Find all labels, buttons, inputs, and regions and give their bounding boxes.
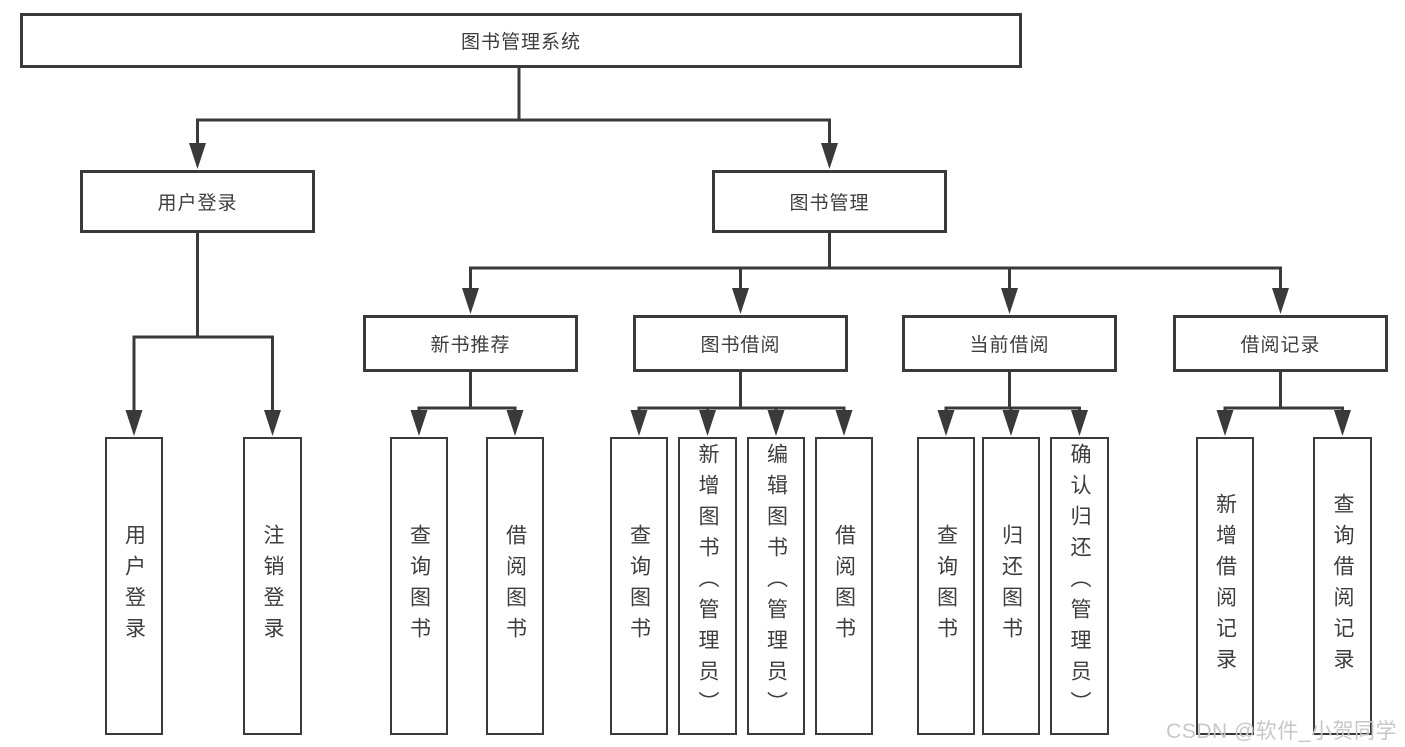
node-label: 注销登录 [261, 524, 284, 648]
leaf-query-books-recommend: 查询图书 [390, 437, 448, 735]
arrow-down-icon [125, 410, 143, 436]
leaf-return-books: 归还图书 [982, 437, 1040, 735]
leaf-borrow-books-borrowing: 借阅图书 [815, 437, 873, 735]
leaf-user-login: 用户登录 [105, 437, 163, 735]
node-label: 查询图书 [407, 524, 431, 648]
arrow-down-icon [410, 410, 428, 436]
node-label: 图书管理系统 [460, 32, 581, 53]
node-new-book-recommend: 新书推荐 [363, 315, 578, 372]
arrow-down-icon [264, 410, 281, 436]
node-label: 新增借阅记录 [1213, 493, 1237, 679]
node-label: 借阅图书 [832, 524, 856, 648]
node-library-system: 图书管理系统 [20, 13, 1022, 68]
connector-root-to-level2 [196, 66, 831, 150]
node-user-login: 用户登录 [80, 170, 315, 233]
connector-lines [132, 66, 1344, 416]
leaf-confirm-return-admin: 确认归还（管理员） [1050, 437, 1109, 735]
arrow-down-icon [189, 143, 206, 169]
node-label: 借阅图书 [503, 524, 527, 648]
arrow-down-icon [937, 410, 955, 436]
connector-borrow-records-children [1223, 370, 1344, 416]
leaf-query-books-borrowing: 查询图书 [610, 437, 668, 735]
node-label: 用户登录 [122, 524, 146, 648]
node-current-borrowing: 当前借阅 [902, 315, 1117, 372]
arrow-down-icon [699, 410, 716, 436]
leaf-query-borrow-record: 查询借阅记录 [1313, 437, 1372, 735]
node-label: 用户登录 [157, 193, 238, 214]
arrow-down-icon [1071, 410, 1088, 436]
node-label: 当前借阅 [969, 335, 1050, 356]
node-label: 借阅记录 [1240, 335, 1321, 356]
connector-new-book-children [417, 370, 517, 416]
arrowheads [125, 143, 1351, 436]
node-label: 查询图书 [627, 524, 651, 648]
arrow-down-icon [1334, 410, 1351, 436]
node-label: 图书管理 [789, 193, 870, 214]
arrow-down-icon [1002, 410, 1020, 436]
node-label: 新书推荐 [430, 335, 511, 356]
leaf-edit-books-admin: 编辑图书（管理员） [747, 437, 805, 735]
leaf-add-books-admin: 新增图书（管理员） [678, 437, 737, 735]
arrow-down-icon [767, 410, 785, 436]
leaf-borrow-books-recommend: 借阅图书 [486, 437, 544, 735]
node-label: 归还图书 [999, 524, 1023, 648]
connector-book-management-children [469, 231, 1282, 294]
arrow-down-icon [732, 288, 749, 314]
leaf-add-borrow-record: 新增借阅记录 [1196, 437, 1254, 735]
node-label: 编辑图书（管理员） [764, 443, 788, 722]
csdn-watermark: CSDN @软件_小贺同学 [1166, 720, 1397, 743]
node-label: 确认归还（管理员） [1068, 443, 1091, 722]
arrow-down-icon [1272, 288, 1289, 314]
arrow-down-icon [506, 410, 524, 436]
node-label: 新增图书（管理员） [696, 443, 719, 722]
arrow-down-icon [835, 410, 853, 436]
leaf-query-books-current: 查询图书 [917, 437, 975, 735]
arrow-down-icon [821, 143, 838, 169]
connector-user-login-children [132, 231, 274, 416]
node-label: 图书借阅 [700, 335, 781, 356]
arrow-down-icon [1001, 288, 1018, 314]
connector-book-borrowing-children [637, 370, 846, 416]
arrow-down-icon [630, 410, 648, 436]
connector-current-borrowing-children [944, 370, 1081, 416]
leaf-logout: 注销登录 [243, 437, 302, 735]
arrow-down-icon [462, 288, 479, 314]
node-book-management: 图书管理 [712, 170, 947, 233]
node-borrow-records: 借阅记录 [1173, 315, 1388, 372]
node-book-borrowing: 图书借阅 [633, 315, 848, 372]
node-label: 查询图书 [934, 524, 958, 648]
arrow-down-icon [1216, 410, 1234, 436]
node-label: 查询借阅记录 [1331, 493, 1354, 679]
